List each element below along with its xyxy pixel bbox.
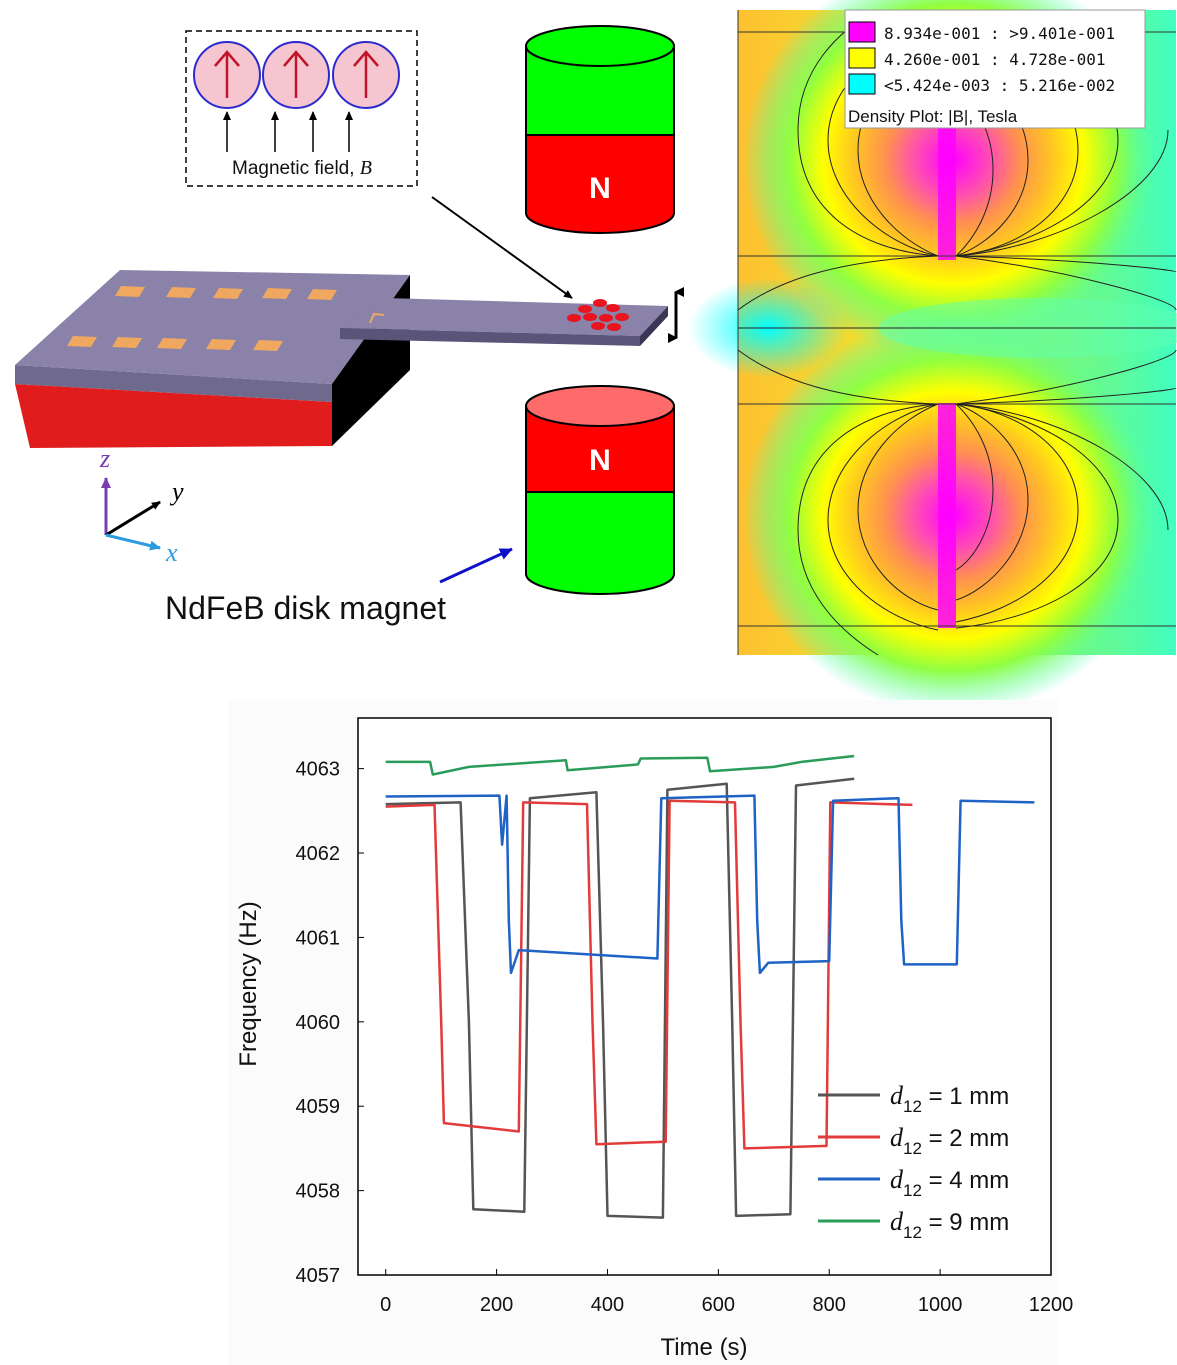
y-tick-label: 4058	[296, 1181, 341, 1203]
spin-circle	[193, 41, 261, 109]
series-lines	[385, 754, 1035, 1219]
y-tick-label: 4061	[296, 927, 341, 949]
x-tick-label: 200	[480, 1294, 513, 1316]
spin-circle	[262, 41, 330, 109]
series-line-1	[385, 777, 855, 1219]
top-magnet: N	[525, 25, 675, 234]
y-axis: 4057 4058 4059 4060 4061 4062 4063	[296, 759, 364, 1287]
y-tick-label: 4059	[296, 1096, 341, 1118]
field-lines	[737, 9, 1177, 656]
density-plot-title: Density Plot: |B|, Tesla	[848, 107, 1018, 126]
sensor-base	[15, 270, 410, 448]
x-tick-label: 0	[380, 1294, 391, 1316]
bottom-magnet: N	[525, 385, 675, 595]
axis-z-label: z	[99, 444, 110, 473]
field-label: Magnetic field, B	[232, 157, 372, 179]
legend-swatch-mid	[848, 47, 876, 69]
y-tick-label: 4057	[296, 1265, 341, 1287]
x-axis-label: Time (s)	[660, 1334, 747, 1361]
bottom-magnet-label: N	[589, 444, 611, 477]
legend-entry: d12 = 1 mm	[890, 1081, 1009, 1116]
legend-entry: d12 = 9 mm	[890, 1207, 1009, 1242]
legend-swatch-high	[848, 21, 876, 43]
series-line-2	[385, 799, 913, 1150]
y-tick-label: 4062	[296, 843, 341, 865]
field-inset: Magnetic field, B	[185, 30, 418, 187]
top-magnet-label: N	[589, 172, 611, 205]
y-tick-label: 4063	[296, 759, 341, 781]
spin-circle	[332, 41, 400, 109]
axis-x-label: x	[165, 538, 178, 567]
x-axis: 0 200 400 600 800 1000 1200	[380, 1269, 1073, 1316]
series-line-3	[385, 794, 1035, 975]
series-line-4	[385, 754, 855, 776]
y-tick-label: 4060	[296, 1012, 341, 1034]
axis-y-label: y	[169, 477, 184, 506]
legend-entry: d12 = 2 mm	[890, 1123, 1009, 1158]
cantilever-beam	[340, 298, 668, 346]
x-tick-label: 800	[813, 1294, 846, 1316]
axes-triad: z y x	[99, 444, 184, 567]
legend-range-low: <5.424e-003 : 5.216e-002	[884, 76, 1115, 95]
legend-range-mid: 4.260e-001 : 4.728e-001	[884, 50, 1106, 69]
legend-entry: d12 = 4 mm	[890, 1165, 1009, 1200]
x-tick-label: 600	[702, 1294, 735, 1316]
x-tick-label: 400	[591, 1294, 624, 1316]
density-legend: 8.934e-001 : >9.401e-001 4.260e-001 : 4.…	[844, 9, 1146, 129]
chart-legend: d12 = 1 mm d12 = 2 mm d12 = 4 mm d12 = 9 mm	[818, 1081, 1009, 1242]
inset-leader-line	[431, 196, 573, 299]
device-schematic: Magnetic field, B	[15, 25, 684, 626]
legend-range-high: 8.934e-001 : >9.401e-001	[884, 24, 1115, 43]
x-tick-label: 1000	[918, 1294, 963, 1316]
field-density-map: 8.934e-001 : >9.401e-001 4.260e-001 : 4.…	[688, 0, 1177, 715]
frequency-chart: 4057 4058 4059 4060 4061 4062 4063 0 200 400 600 8…	[228, 700, 1073, 1365]
electrode-pads	[67, 286, 337, 351]
y-axis-label: Frequency (Hz)	[235, 901, 262, 1066]
magnet-caption: NdFeB disk magnet	[165, 590, 446, 626]
caption-arrow	[439, 547, 513, 584]
legend-swatch-low	[848, 73, 876, 95]
magnetic-particles	[567, 299, 629, 331]
x-tick-label: 1200	[1029, 1294, 1074, 1316]
